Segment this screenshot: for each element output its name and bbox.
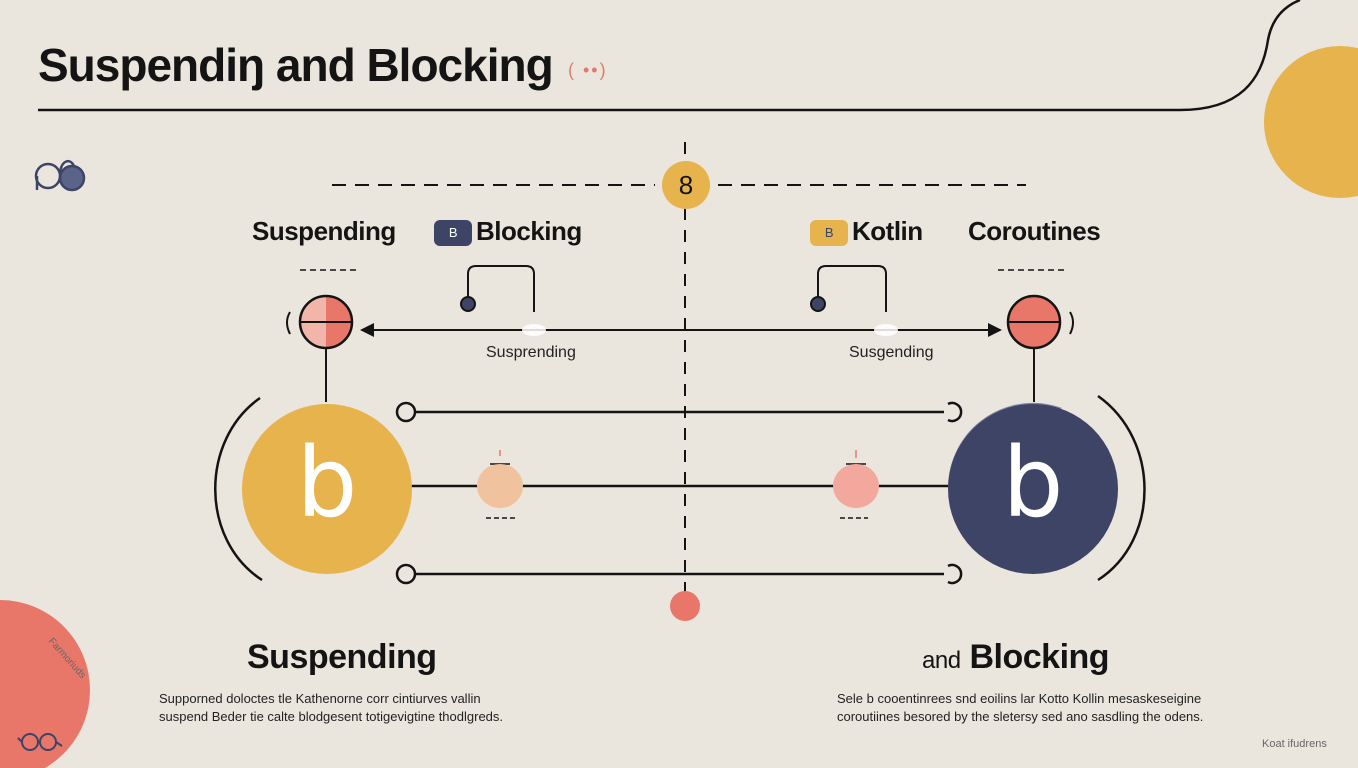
- left-paren: [214, 396, 263, 582]
- left-split-node: [286, 294, 354, 350]
- right-para-line-1: Sele b cooentinrees snd eoilins lar Kott…: [837, 691, 1202, 706]
- left-para-line-2: suspend Beder tie calte blodgesent totig…: [159, 709, 504, 724]
- arrow-left-head: [360, 323, 374, 337]
- kotlin-badge: B: [810, 220, 848, 246]
- title-mark: ( ••): [568, 60, 608, 80]
- rail-bottom-right-hook: [947, 563, 963, 585]
- arrow-left-caption: Susprending: [486, 344, 576, 361]
- left-lantern: [477, 450, 523, 519]
- left-para-line-1: Supporned doloctes tle Kathenorne corr c…: [159, 691, 481, 706]
- corner-note: Koat ifudrens: [1262, 738, 1327, 750]
- left-circle-glyph: b: [296, 427, 358, 539]
- right-lantern: [833, 450, 879, 519]
- right-connector-dot: [810, 296, 826, 312]
- rail-top-left-ring: [395, 401, 417, 423]
- right-connector: [817, 265, 887, 312]
- logo-icon: [34, 159, 86, 192]
- left-connector-dot: [460, 296, 476, 312]
- right-circle-glyph: b: [1002, 427, 1064, 539]
- left-connector: [467, 265, 535, 312]
- rail-bottom-left-ring: [395, 563, 417, 585]
- right-big-circle: b: [948, 404, 1118, 574]
- bottom-right-paragraph: Sele b cooentinrees snd eoilins lar Kott…: [837, 690, 1203, 726]
- label-coroutines: Coroutines: [968, 216, 1101, 246]
- bottom-right-heading-main: Blocking: [969, 638, 1110, 676]
- decor-coral-circle: [0, 600, 90, 768]
- right-paren: [1097, 394, 1146, 582]
- bottom-left-heading: Suspending: [247, 638, 437, 676]
- decor-amber-circle: [1264, 46, 1358, 198]
- bottom-left-paragraph: Supporned doloctes tle Kathenorne corr c…: [159, 690, 503, 726]
- divider-end-dot: [670, 591, 700, 621]
- blocking-text: Blocking: [476, 216, 582, 246]
- arrow-right-head: [988, 323, 1002, 337]
- arrow-right-caption: Susgending: [849, 344, 934, 361]
- label-suspending: Suspending: [252, 216, 396, 246]
- right-connector-glow: [874, 324, 898, 336]
- bottom-right-heading: and Blocking: [922, 638, 1110, 677]
- right-para-line-2: coroutiines besored by the sletersy sed …: [837, 709, 1204, 724]
- page-title: Suspendiŋ and Blocking: [38, 39, 554, 91]
- left-connector-glow: [522, 324, 546, 336]
- left-big-circle: b: [242, 404, 412, 574]
- center-number-badge: 8: [662, 161, 710, 209]
- title-underline: [38, 0, 1301, 112]
- bottom-right-heading-prefix: and: [922, 647, 961, 674]
- rail-top-right-hook: [947, 401, 963, 423]
- right-split-node: [1006, 294, 1074, 350]
- blocking-badge: B: [434, 220, 472, 246]
- kotlin-text: Kotlin: [852, 216, 923, 246]
- glasses-icon: [17, 733, 63, 751]
